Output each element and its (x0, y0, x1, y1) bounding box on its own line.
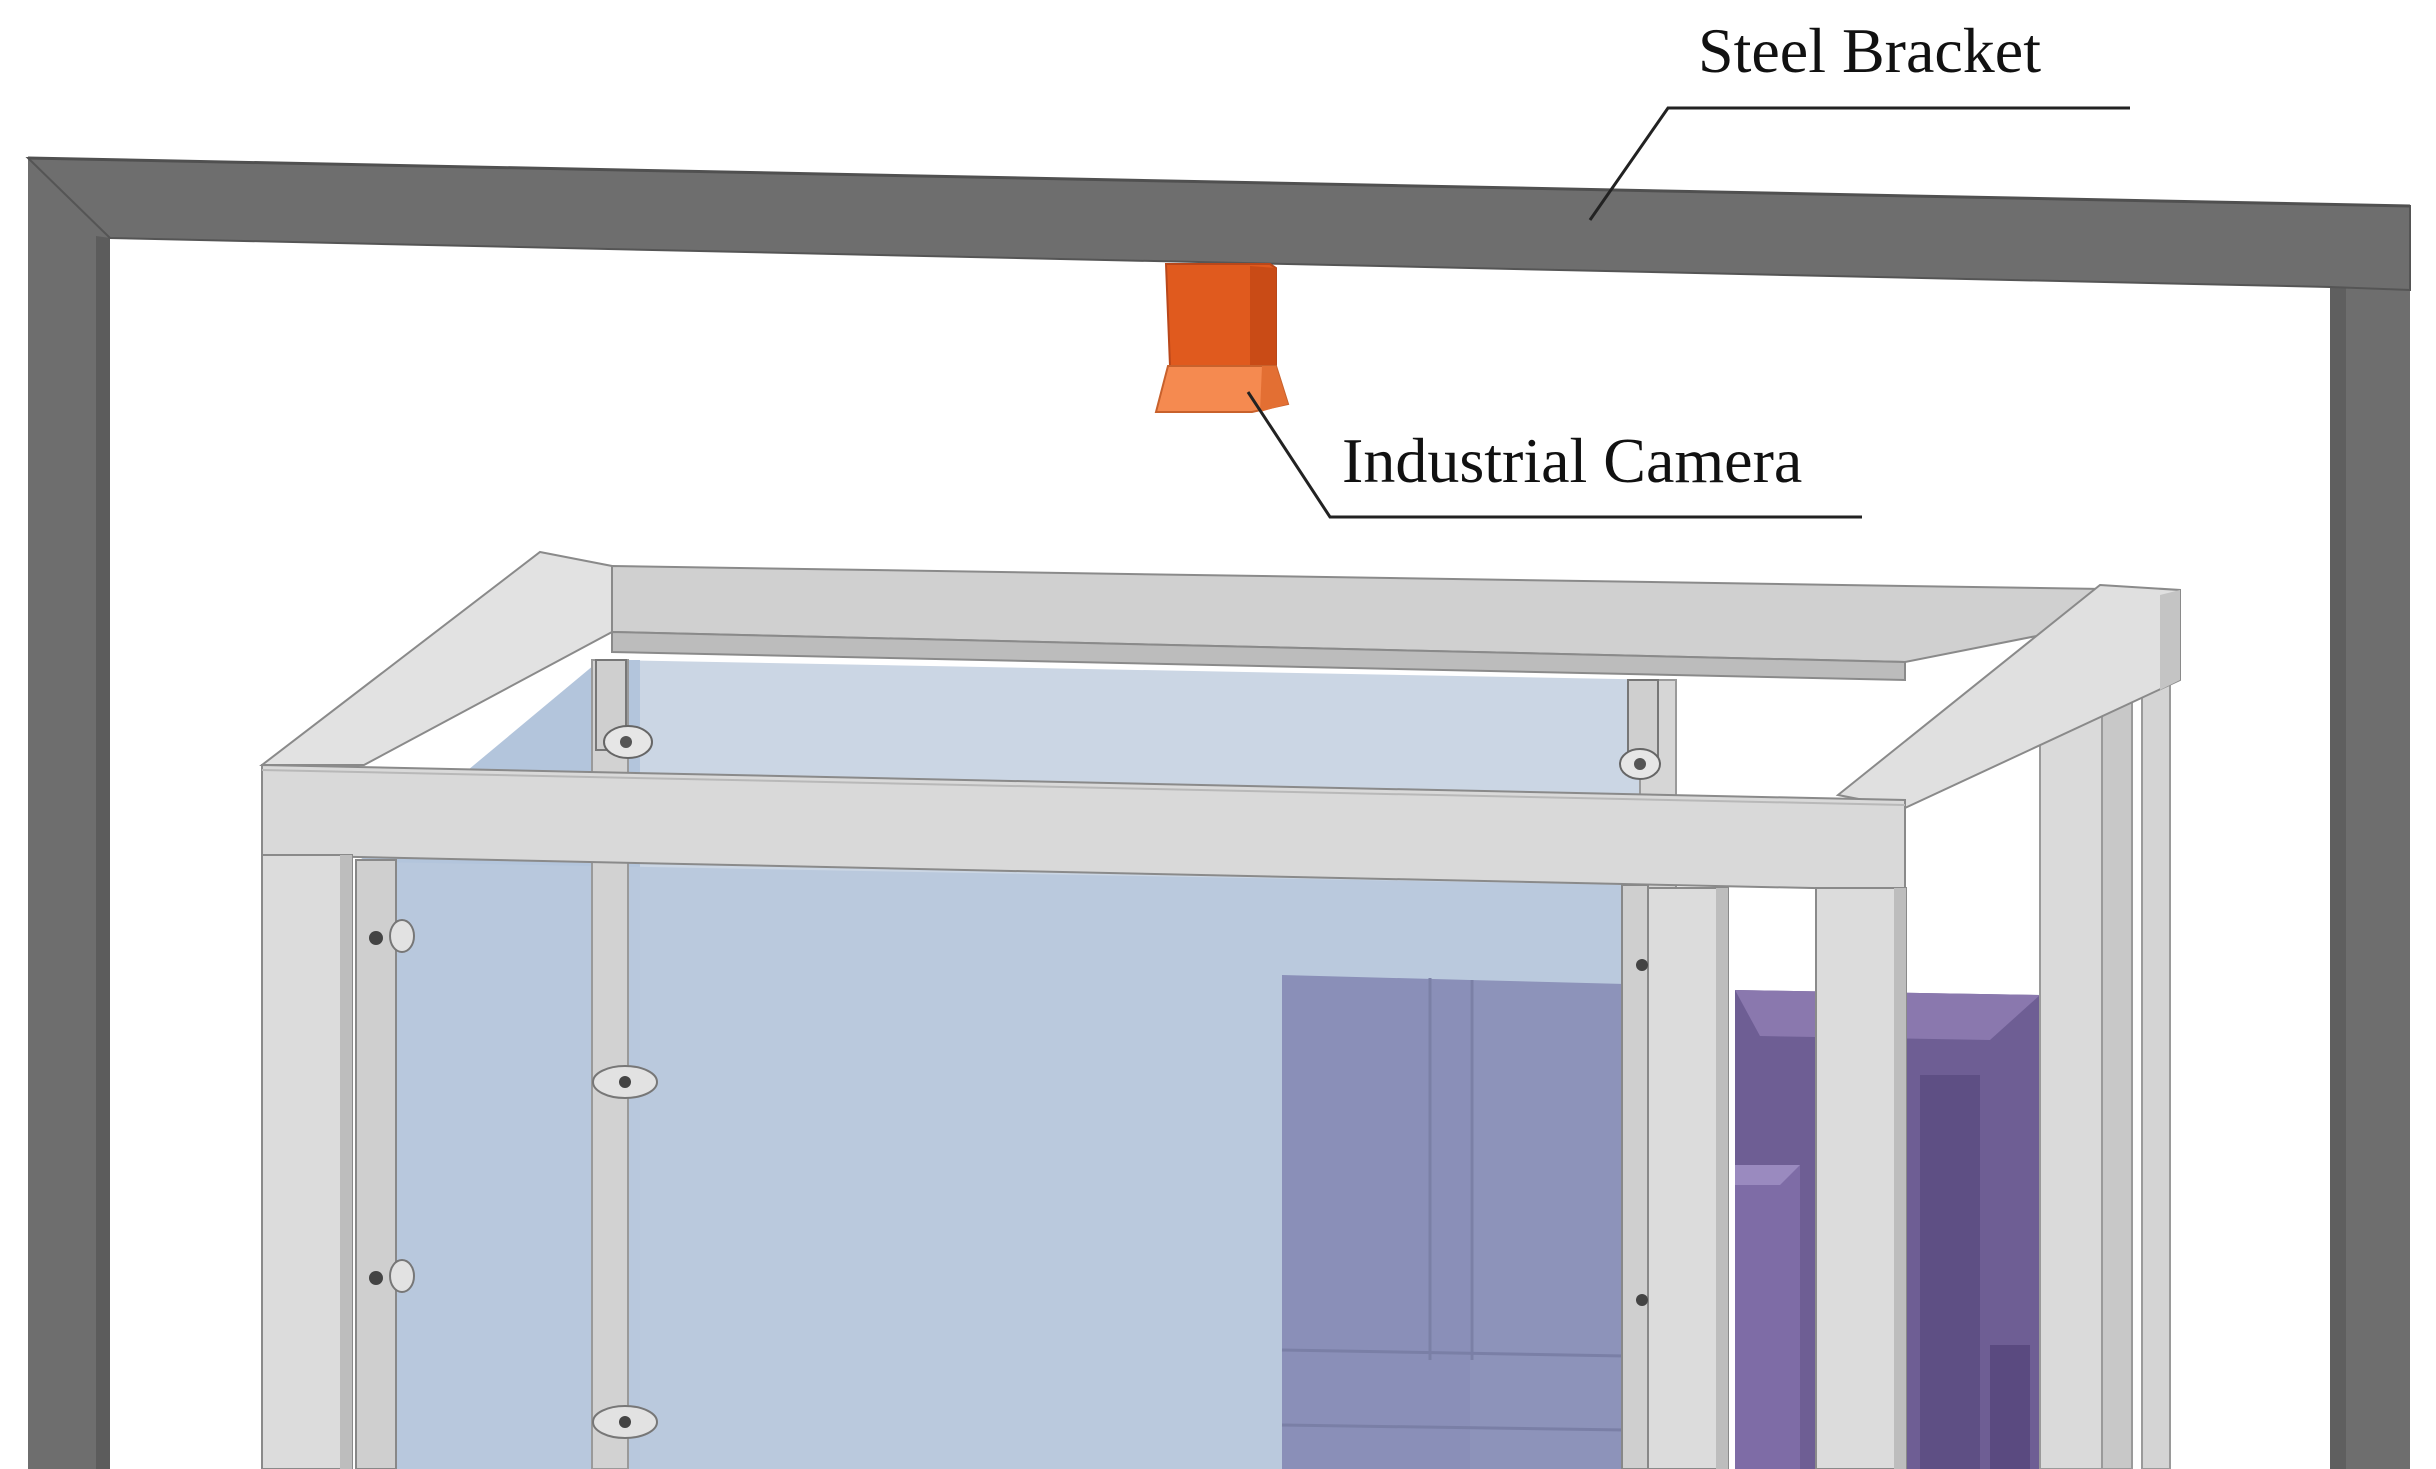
interior-box-top (1735, 1165, 1800, 1185)
corner-bracket-right (1619, 679, 1661, 780)
bracket-right-post-face (2330, 282, 2346, 1469)
left-hinges (369, 919, 415, 1293)
frame-right-back-post (2039, 699, 2103, 1469)
camera-lens-hood-side (1260, 366, 1288, 412)
interior-bar (1920, 1075, 1980, 1469)
bracket-left-post (28, 158, 110, 1469)
industrial-camera (1154, 263, 1290, 413)
interior-box (1735, 1165, 1800, 1469)
interior-block-left (1282, 975, 1470, 1469)
industrial-camera-leader (1246, 391, 1862, 519)
left-hinge-strip (355, 859, 397, 1469)
bracket-left-post-face (96, 236, 110, 1469)
right-hinge-strip (1621, 884, 1649, 1469)
industrial-camera-label: Industrial Camera (1342, 425, 1802, 496)
steel-bracket-leader (1588, 106, 2130, 221)
right-hinges (1636, 959, 1648, 1306)
interior-block-center (1470, 980, 1625, 1469)
steel-bracket (25, 156, 2411, 1469)
frame-top-left-beam (259, 550, 613, 766)
leader-lines (1246, 106, 2130, 519)
frame-top-right-beam (1835, 583, 2181, 810)
frame-front-left-post (261, 854, 353, 1469)
corner-bracket-left (595, 659, 653, 759)
bracket-right-post (2330, 210, 2410, 1469)
frame-front-right-post (1815, 887, 1907, 1469)
aluminium-frame (259, 550, 2181, 1469)
back-left-hinges (592, 1065, 658, 1439)
camera-body-side (1250, 266, 1276, 366)
steel-bracket-label: Steel Bracket (1698, 15, 2041, 86)
